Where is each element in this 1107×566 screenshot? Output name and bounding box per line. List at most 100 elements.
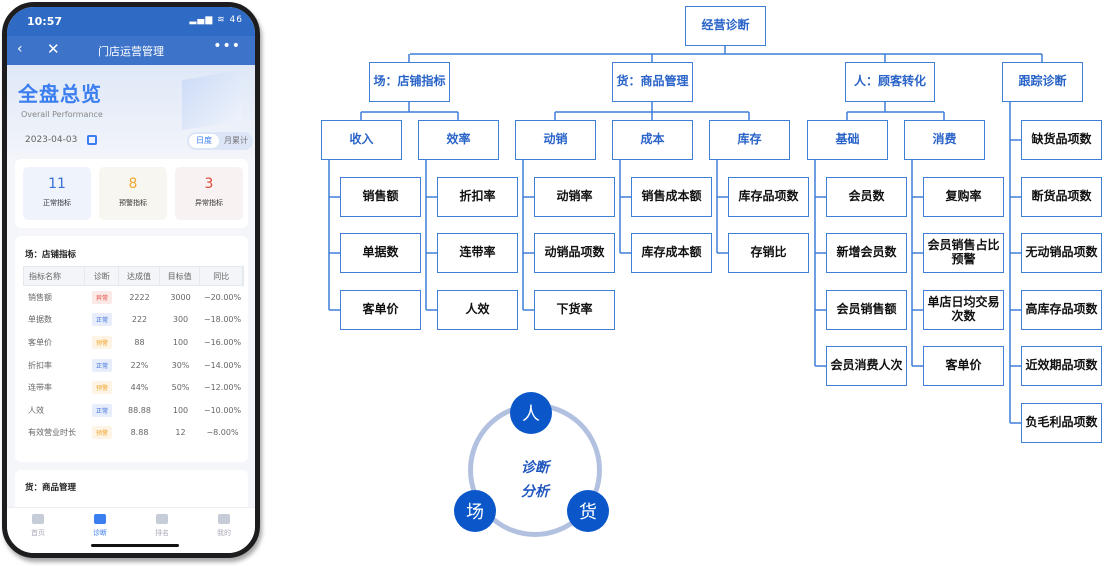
stat-1[interactable]: 8 预警指标 <box>99 167 167 220</box>
metric-leaf-node: 会员数 <box>826 177 907 217</box>
calendar-icon[interactable] <box>87 135 97 145</box>
table-row[interactable]: 单据数 正常 222 300 −18.00% <box>23 309 244 332</box>
status-badge: 正常 <box>91 403 112 417</box>
yoy-value: −14.00% <box>203 360 242 370</box>
stat-value: 8 <box>128 176 138 192</box>
status-badge: 正常 <box>91 358 112 372</box>
metric-leaf-node: 高库存品项数 <box>1021 290 1102 330</box>
metric-leaf-node: 库存成本额 <box>631 233 712 273</box>
status-badge: 预警 <box>91 426 112 440</box>
tab-1[interactable]: 诊断 <box>69 508 131 553</box>
nav-bar: ‹ ✕ 门店运营管理 ••• <box>7 36 255 65</box>
back-icon[interactable]: ‹ <box>17 41 23 57</box>
column-header: 诊断 <box>85 267 120 285</box>
segment-monthly[interactable]: 月累计 <box>224 136 248 145</box>
tree-root-node: 经营诊断 <box>685 6 766 46</box>
table-row[interactable]: 有效营业时长 预警 8.88 12 −8.00% <box>23 422 244 445</box>
metric-leaf-node: 存销比 <box>728 233 809 273</box>
tab-2[interactable]: 排名 <box>131 508 193 553</box>
metric-leaf-node: 销售额 <box>340 177 421 217</box>
table-row[interactable]: 连带率 预警 44% 50% −12.00% <box>23 376 244 399</box>
signal-wifi-battery-icon: ▂▄▆ ≋ 46 <box>189 15 243 25</box>
metric-leaf-node: 会员消费人次 <box>826 346 907 386</box>
cycle-diagram: 人 场 货 诊断 分析 <box>454 392 610 537</box>
actual-value: 8.88 <box>130 428 149 438</box>
table-row[interactable]: 销售额 异常 2222 3000 −20.00% <box>23 286 244 309</box>
metric-leaf-node: 动销品项数 <box>534 233 615 273</box>
metric-leaf-node: 下货率 <box>534 290 615 330</box>
cycle-node-place: 场 <box>454 490 496 532</box>
yoy-value: −12.00% <box>203 383 242 393</box>
status-badge: 预警 <box>91 335 112 349</box>
yoy-value: −8.00% <box>206 428 239 438</box>
metric-name: 单据数 <box>28 315 52 325</box>
status-badge: 正常 <box>91 313 112 327</box>
center-line-2: 分析 <box>521 483 549 500</box>
metric-name: 连带率 <box>28 383 52 393</box>
category-node: 消费 <box>904 120 985 160</box>
actual-value: 2222 <box>129 292 150 302</box>
diagnosis-icon <box>94 514 106 524</box>
metric-leaf-node: 人效 <box>437 290 518 330</box>
metric-leaf-node: 单据数 <box>340 233 421 273</box>
metric-leaf-node: 客单价 <box>340 290 421 330</box>
cycle-center-label: 诊断 分析 <box>505 457 565 505</box>
metric-leaf-node: 无动销品项数 <box>1021 233 1102 273</box>
metric-leaf-node: 负毛利品项数 <box>1021 403 1102 443</box>
tab-label: 我的 <box>217 529 231 537</box>
target-value: 100 <box>172 337 189 347</box>
goods-card: 货：商品管理 <box>15 470 248 510</box>
category-node: 收入 <box>321 120 402 160</box>
category-node: 动销 <box>515 120 596 160</box>
target-value: 3000 <box>170 292 191 302</box>
user-icon <box>218 514 230 524</box>
table-row[interactable]: 人效 正常 88.88 100 −10.00% <box>23 399 244 422</box>
stat-value: 11 <box>48 176 66 192</box>
table-row[interactable]: 折扣率 正常 22% 30% −14.00% <box>23 354 244 377</box>
metric-leaf-node: 折扣率 <box>437 177 518 217</box>
section-title: 场：店铺指标 <box>25 250 77 260</box>
store-metrics-card: 场：店铺指标 指标名称诊断达成值目标值同比 销售额 异常 2222 3000 −… <box>15 236 248 462</box>
metrics-table: 指标名称诊断达成值目标值同比 销售额 异常 2222 3000 −20.00% … <box>23 266 244 444</box>
close-icon[interactable]: ✕ <box>47 40 60 58</box>
metric-leaf-node: 库存品项数 <box>728 177 809 217</box>
column-header: 达成值 <box>119 267 160 285</box>
period-toggle[interactable]: 日度 月累计 <box>187 132 253 150</box>
hero-subtitle: Overall Performance <box>21 110 103 119</box>
category-node: 效率 <box>418 120 499 160</box>
metric-leaf-node: 动销率 <box>534 177 615 217</box>
actual-value: 88 <box>134 337 145 347</box>
page-title: 门店运营管理 <box>98 45 164 58</box>
table-row[interactable]: 客单价 预警 88 100 −16.00% <box>23 331 244 354</box>
stat-label: 正常指标 <box>43 199 71 207</box>
metric-leaf-node: 客单价 <box>923 346 1004 386</box>
branch-node: 场：店铺指标 <box>369 62 450 102</box>
segment-daily[interactable]: 日度 <box>189 134 219 148</box>
cycle-node-goods: 货 <box>567 490 609 532</box>
yoy-value: −16.00% <box>203 337 242 347</box>
more-icon[interactable]: ••• <box>213 38 241 54</box>
column-header: 指标名称 <box>24 267 86 285</box>
branch-node: 货：商品管理 <box>612 62 693 102</box>
section-title: 货：商品管理 <box>25 483 77 493</box>
date-label: 2023-04-03 <box>25 135 78 145</box>
target-value: 30% <box>171 360 190 370</box>
metric-leaf-node: 会员销售占比预警 <box>923 233 1004 273</box>
branch-node: 跟踪诊断 <box>1002 62 1083 102</box>
stat-0[interactable]: 11 正常指标 <box>23 167 91 220</box>
metric-name: 有效营业时长 <box>28 428 76 438</box>
stat-label: 预警指标 <box>119 199 147 207</box>
tab-label: 诊断 <box>93 529 107 537</box>
metric-name: 折扣率 <box>28 360 52 370</box>
tab-0[interactable]: 首页 <box>7 508 69 553</box>
tab-3[interactable]: 我的 <box>193 508 255 553</box>
status-badge: 预警 <box>91 381 112 395</box>
target-value: 300 <box>172 315 189 325</box>
category-node: 库存 <box>709 120 790 160</box>
status-badge: 异常 <box>91 290 112 304</box>
stat-value: 3 <box>204 176 214 192</box>
metric-leaf-node: 复购率 <box>923 177 1004 217</box>
